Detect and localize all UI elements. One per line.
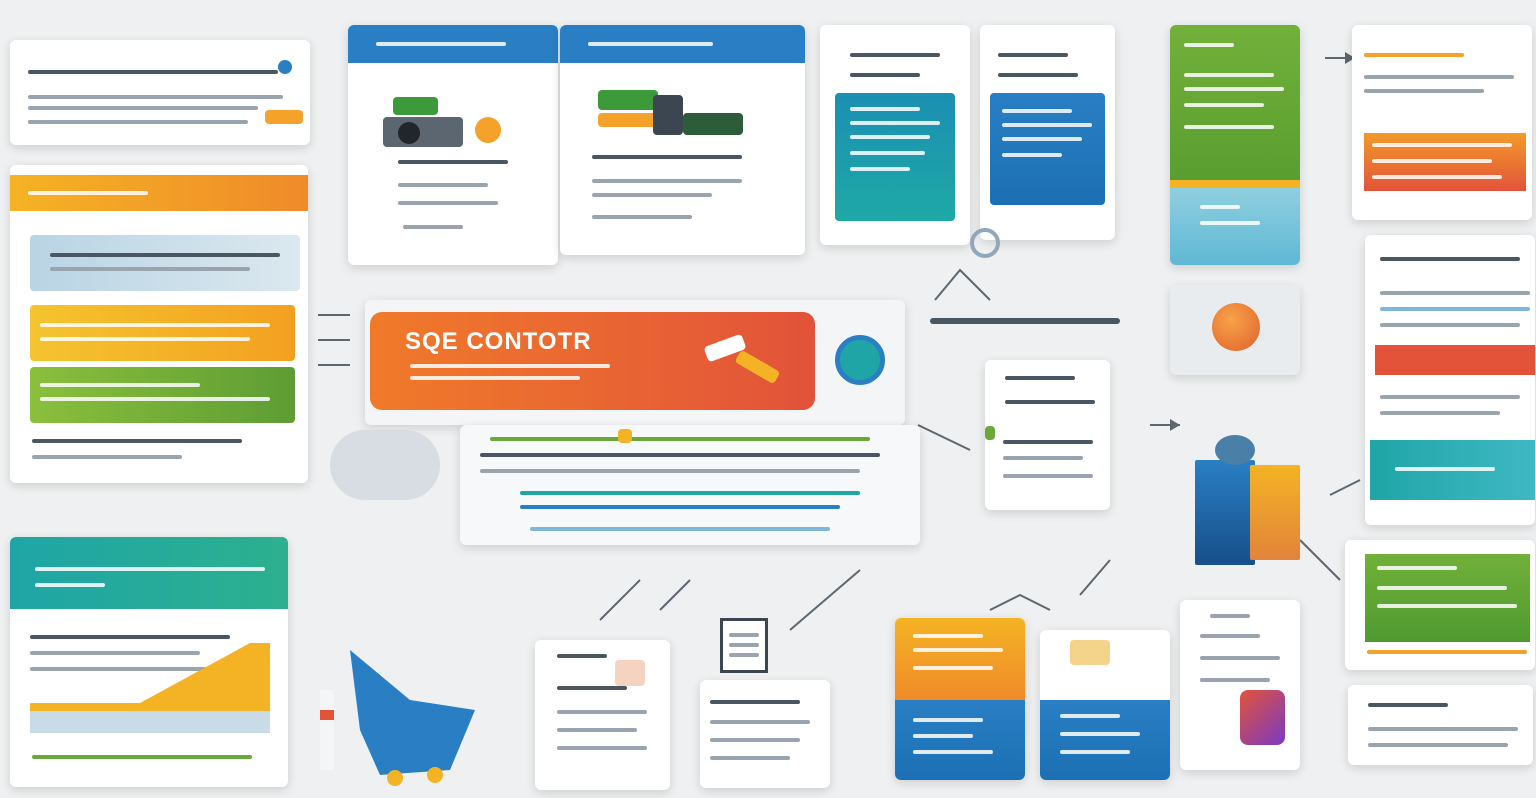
bottom-right-green-card <box>1345 540 1535 670</box>
bottom-orange-card <box>895 618 1025 780</box>
teal-card <box>820 25 970 245</box>
crane-icon <box>695 330 785 400</box>
right-list-card <box>1365 235 1535 525</box>
top-blue-card-1 <box>348 25 558 265</box>
blue-card <box>980 25 1115 240</box>
document-icon <box>720 618 768 673</box>
cube-icon <box>1195 430 1305 570</box>
bottom-small-card-2 <box>700 680 830 788</box>
top-blue-card-2 <box>560 25 805 255</box>
pin-icon <box>278 60 292 74</box>
hero-banner: SQE CONTOTR <box>365 300 905 425</box>
top-right-card <box>1352 25 1532 220</box>
middle-caption-line <box>930 318 1120 324</box>
chart-icon <box>598 85 748 145</box>
orange-ball-card <box>1170 285 1300 375</box>
bottom-small-card-1 <box>535 640 670 790</box>
middle-text-strip <box>460 425 920 545</box>
top-left-card <box>10 40 310 145</box>
robot-icon <box>383 97 501 157</box>
orange-ball-icon <box>1212 303 1260 351</box>
bottom-left-card <box>10 537 288 787</box>
magnifier-icon <box>330 430 440 500</box>
bottom-right-text-card <box>1348 685 1533 765</box>
bottom-right-note <box>1180 600 1300 770</box>
magnifier-icon-small <box>970 228 1000 258</box>
bottom-blue-card <box>1040 630 1170 780</box>
gear-icon <box>835 335 885 385</box>
mascot-icon <box>320 640 480 790</box>
hero-title: SQE CONTOTR <box>405 328 592 355</box>
left-list-card <box>10 165 308 483</box>
middle-note-card <box>985 360 1110 510</box>
green-stack-card <box>1170 25 1300 265</box>
